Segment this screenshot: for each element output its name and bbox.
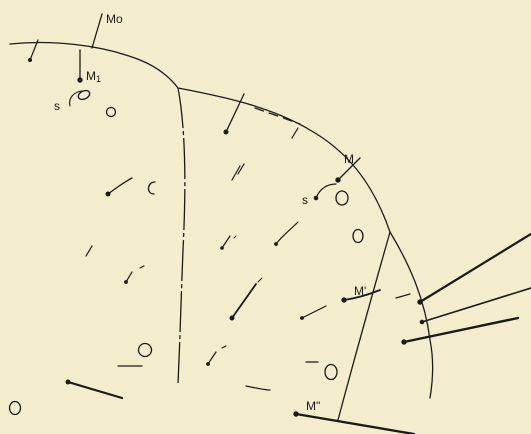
seta-mid-6-tip	[258, 278, 262, 282]
seta-mid-3	[232, 164, 244, 180]
label-m0: Mo	[106, 12, 123, 26]
seta-base-mid-7	[207, 363, 210, 366]
seta-base-long-bottom-left	[66, 380, 70, 384]
inner-segment-line-right	[338, 232, 390, 420]
seta-mid-9	[302, 306, 326, 318]
seta-base-m	[336, 178, 340, 182]
seta-mid-2	[292, 128, 298, 138]
margin-outline	[10, 43, 433, 398]
seta-mid-7-tip	[222, 346, 226, 348]
label-s-lower: s	[302, 193, 308, 207]
seta-m-double-prime	[296, 414, 414, 434]
sensillum-lower-hook	[316, 184, 336, 198]
seta-base-mid-4	[221, 247, 224, 250]
seta-base-long-right-1	[418, 300, 422, 304]
inner-segment-line-left	[178, 88, 185, 384]
seta-left-3-tip	[140, 266, 144, 268]
label-m1-subscript: 1	[96, 74, 101, 84]
seta-base-mid-1	[224, 130, 228, 134]
seta-base-left-3	[125, 281, 128, 284]
label-m-double-prime: M"	[306, 399, 320, 413]
seta-mid-4	[222, 236, 230, 248]
seta-mid-8	[246, 386, 270, 390]
seta-base-sensillum-lower	[314, 196, 318, 200]
seta-mo	[92, 14, 102, 48]
pore-mid-right-1	[353, 230, 363, 243]
seta-long-bottom-left	[68, 382, 122, 398]
pore-left-c	[148, 182, 155, 194]
label-m-prime: M'	[354, 284, 366, 298]
label-m1-letter: M	[86, 69, 96, 83]
seta-mid-6	[232, 284, 256, 318]
seta-base-long-right-3	[402, 340, 406, 344]
sensillum-lower	[336, 191, 348, 205]
seta-long-right-1	[420, 234, 531, 302]
seta-base-m-double-prime	[294, 412, 298, 416]
label-s-upper: s	[54, 99, 60, 113]
pore-bottom-left	[10, 402, 21, 415]
seta-mid-4-tip	[234, 236, 236, 238]
seta-mid-5	[276, 222, 298, 244]
pore-left-2	[139, 344, 152, 357]
seta-base-mid-9	[301, 317, 304, 320]
pore-mid-right-2	[325, 365, 337, 380]
seta-mid-7	[208, 352, 216, 364]
seta-base-mid-6	[230, 316, 234, 320]
seta-base-m-prime	[342, 298, 346, 302]
seta-base-left-1	[106, 192, 110, 196]
seta-left-2	[86, 246, 92, 256]
label-m1: M1	[86, 69, 101, 84]
seta-base-top-left	[29, 59, 32, 62]
sensillum-upper	[77, 89, 91, 101]
label-m: M	[344, 152, 354, 166]
pore-upper-1	[107, 108, 116, 117]
seta-base-m1	[78, 78, 82, 82]
seta-long-right-2	[422, 288, 531, 322]
seta-base-mid-5	[275, 243, 278, 246]
seta-right-small	[396, 294, 410, 298]
seta-left-1	[108, 178, 132, 194]
seta-base-long-right-2	[420, 320, 424, 324]
